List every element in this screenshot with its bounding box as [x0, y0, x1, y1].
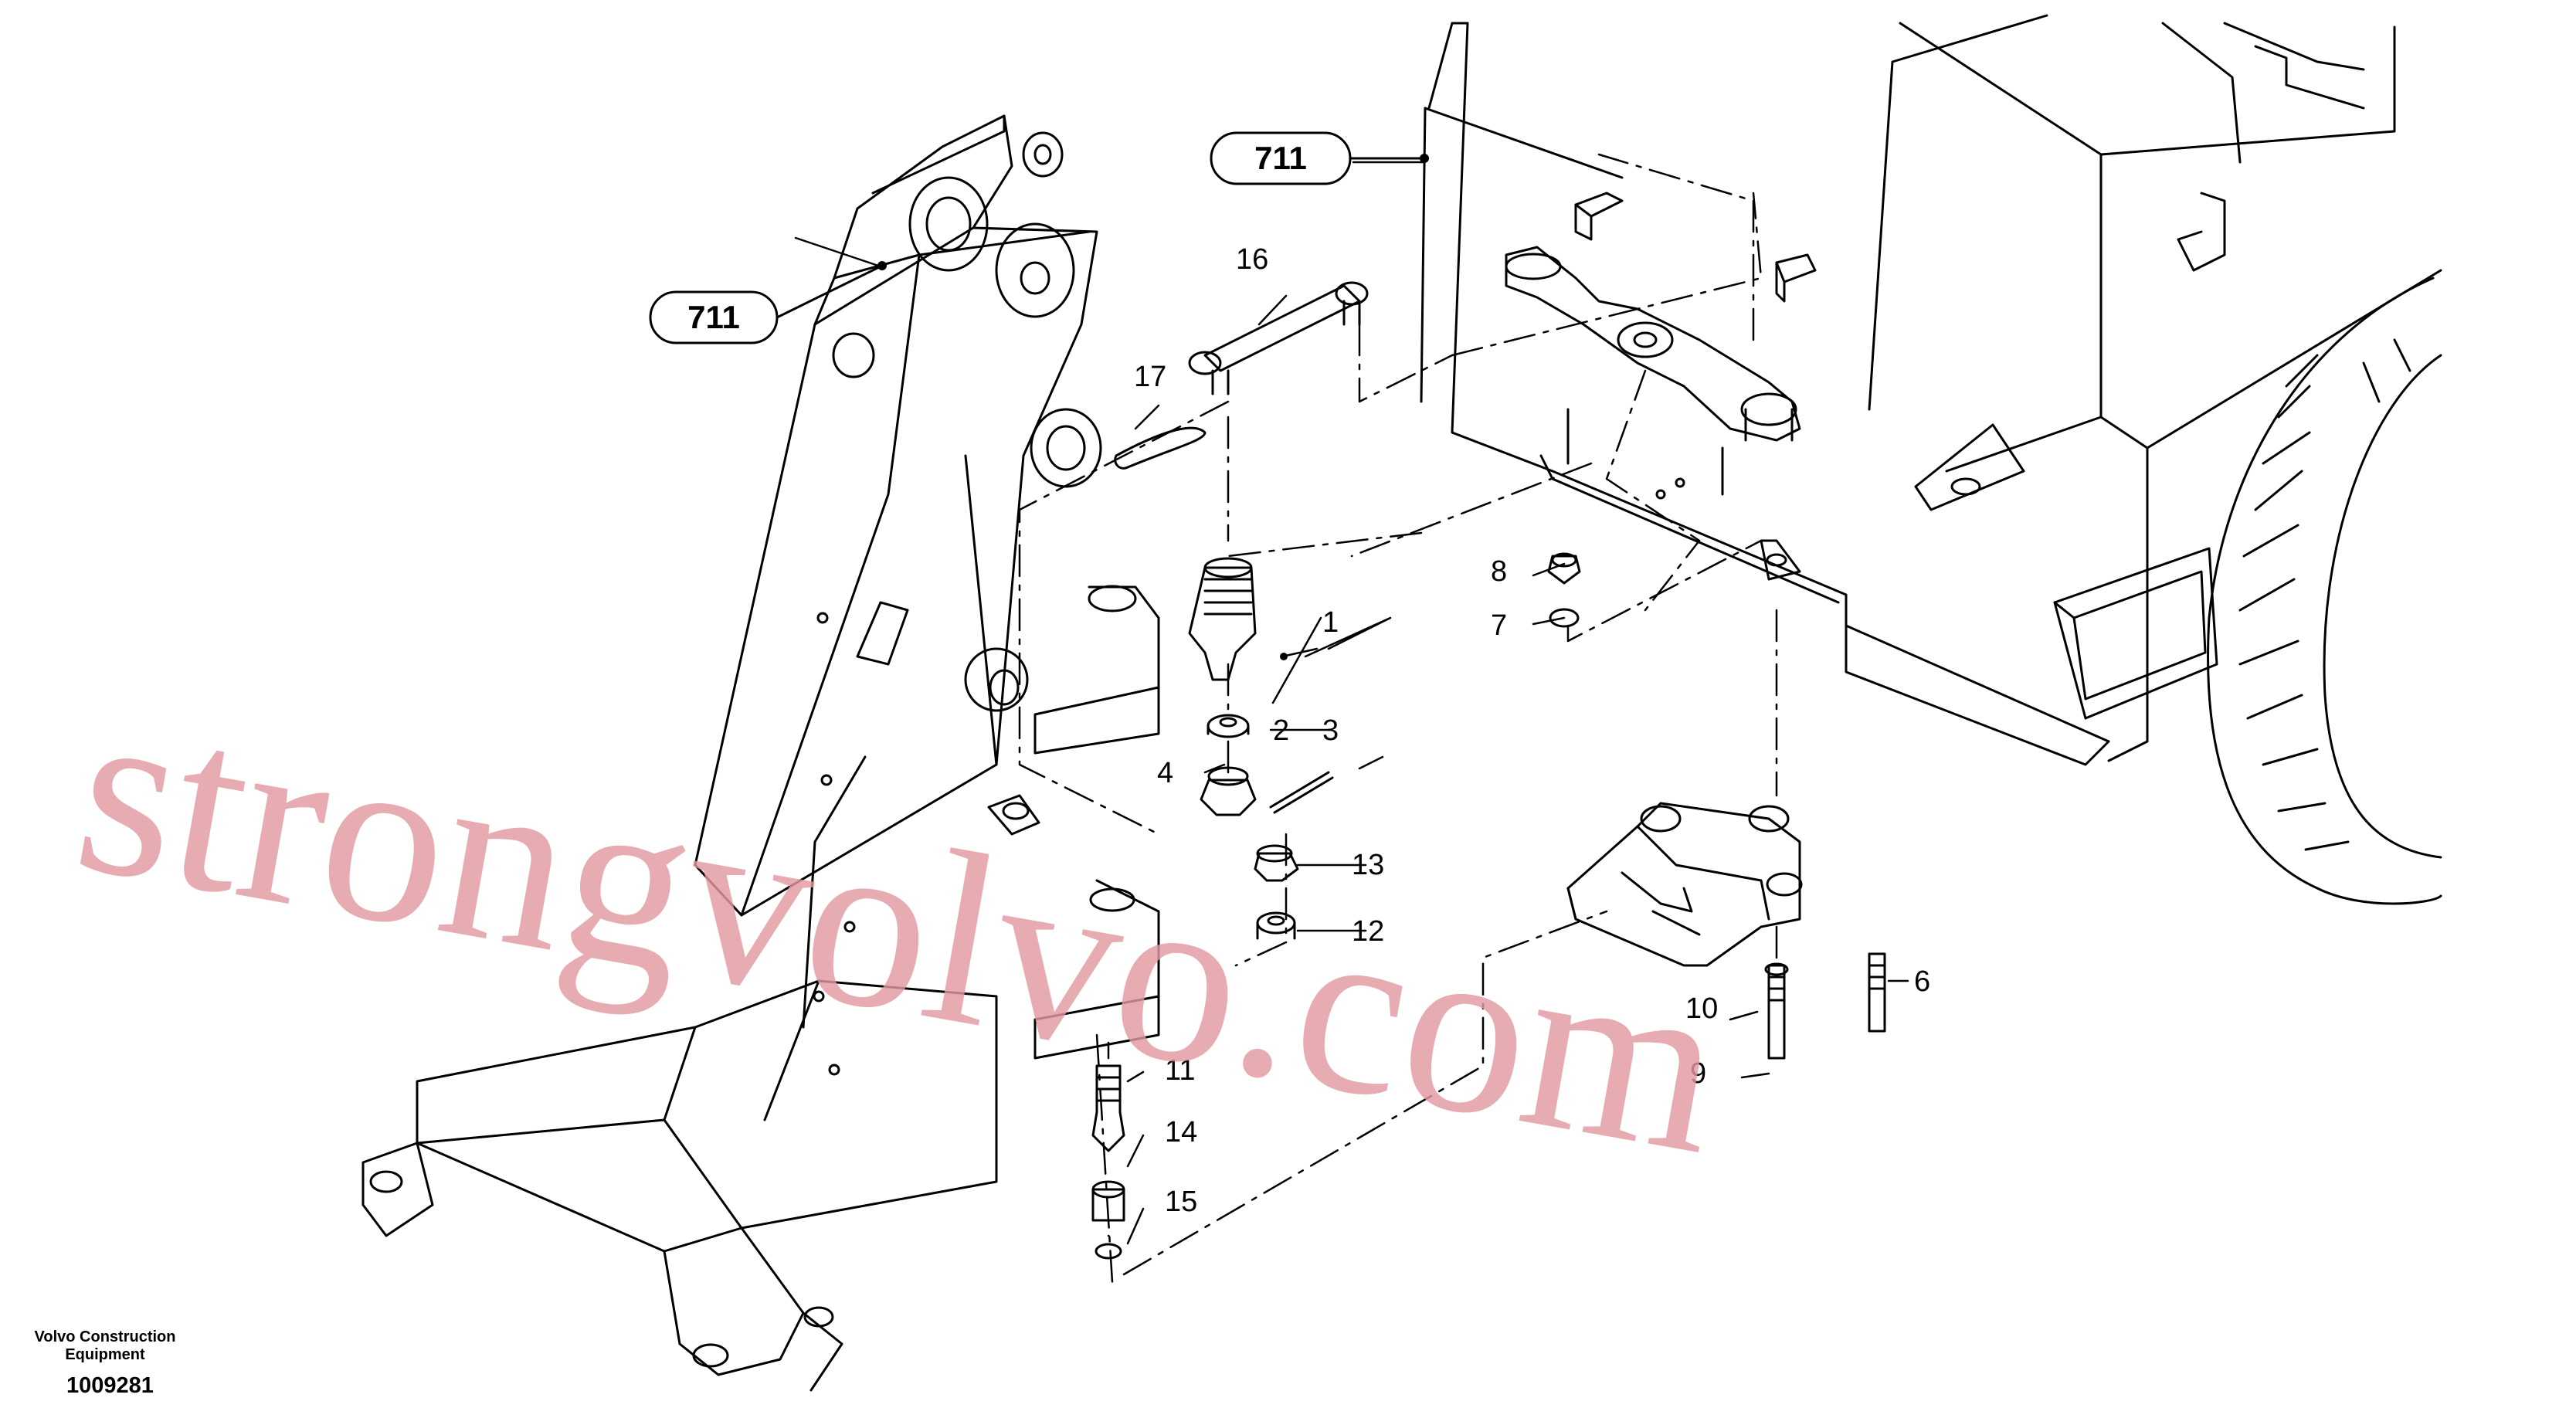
- reference-label-texts: 711 711: [687, 140, 1307, 335]
- leader-lines: [794, 161, 1909, 1245]
- callout-1: 1: [1322, 606, 1339, 639]
- ref-label-711-left: 711: [687, 299, 740, 335]
- watermark: strongvolvo.com: [60, 650, 1740, 1206]
- hardware-parts-drawing: [1091, 281, 1886, 1260]
- callout-11: 11: [1165, 1054, 1195, 1087]
- mount-plate-drawing: [1566, 802, 1803, 967]
- callout-15: 15: [1165, 1186, 1197, 1218]
- callout-2: 2: [1273, 714, 1289, 747]
- callout-4: 4: [1157, 757, 1173, 789]
- reference-pills: [649, 131, 1424, 344]
- bracket-plates-drawing: [987, 585, 1160, 1060]
- callout-10: 10: [1685, 992, 1718, 1025]
- support-frame-drawing: [361, 114, 1102, 1392]
- callout-13: 13: [1352, 849, 1384, 881]
- document-number: 1009281: [66, 1373, 154, 1398]
- callout-14: 14: [1165, 1116, 1197, 1148]
- callout-12: 12: [1352, 915, 1384, 948]
- callout-7: 7: [1491, 609, 1507, 642]
- callout-16: 16: [1236, 243, 1268, 276]
- callout-9: 9: [1690, 1057, 1706, 1090]
- callout-17: 17: [1134, 361, 1166, 393]
- callout-numbers: 1 2 3 4 6 7 8 9 10 11 12 13 14 15 16 17: [1134, 243, 1930, 1218]
- machine-body-drawing: [1420, 14, 2442, 905]
- callout-3: 3: [1322, 714, 1339, 747]
- pivot-plate-drawing: [1505, 192, 1817, 581]
- callout-6: 6: [1914, 965, 1930, 998]
- assembly-lines: [1018, 153, 1778, 1284]
- ref-label-711-top: 711: [1254, 140, 1307, 176]
- leader-dots: [877, 154, 1429, 660]
- callout-8: 8: [1491, 555, 1507, 588]
- company-name: Volvo Construction Equipment: [34, 1328, 176, 1363]
